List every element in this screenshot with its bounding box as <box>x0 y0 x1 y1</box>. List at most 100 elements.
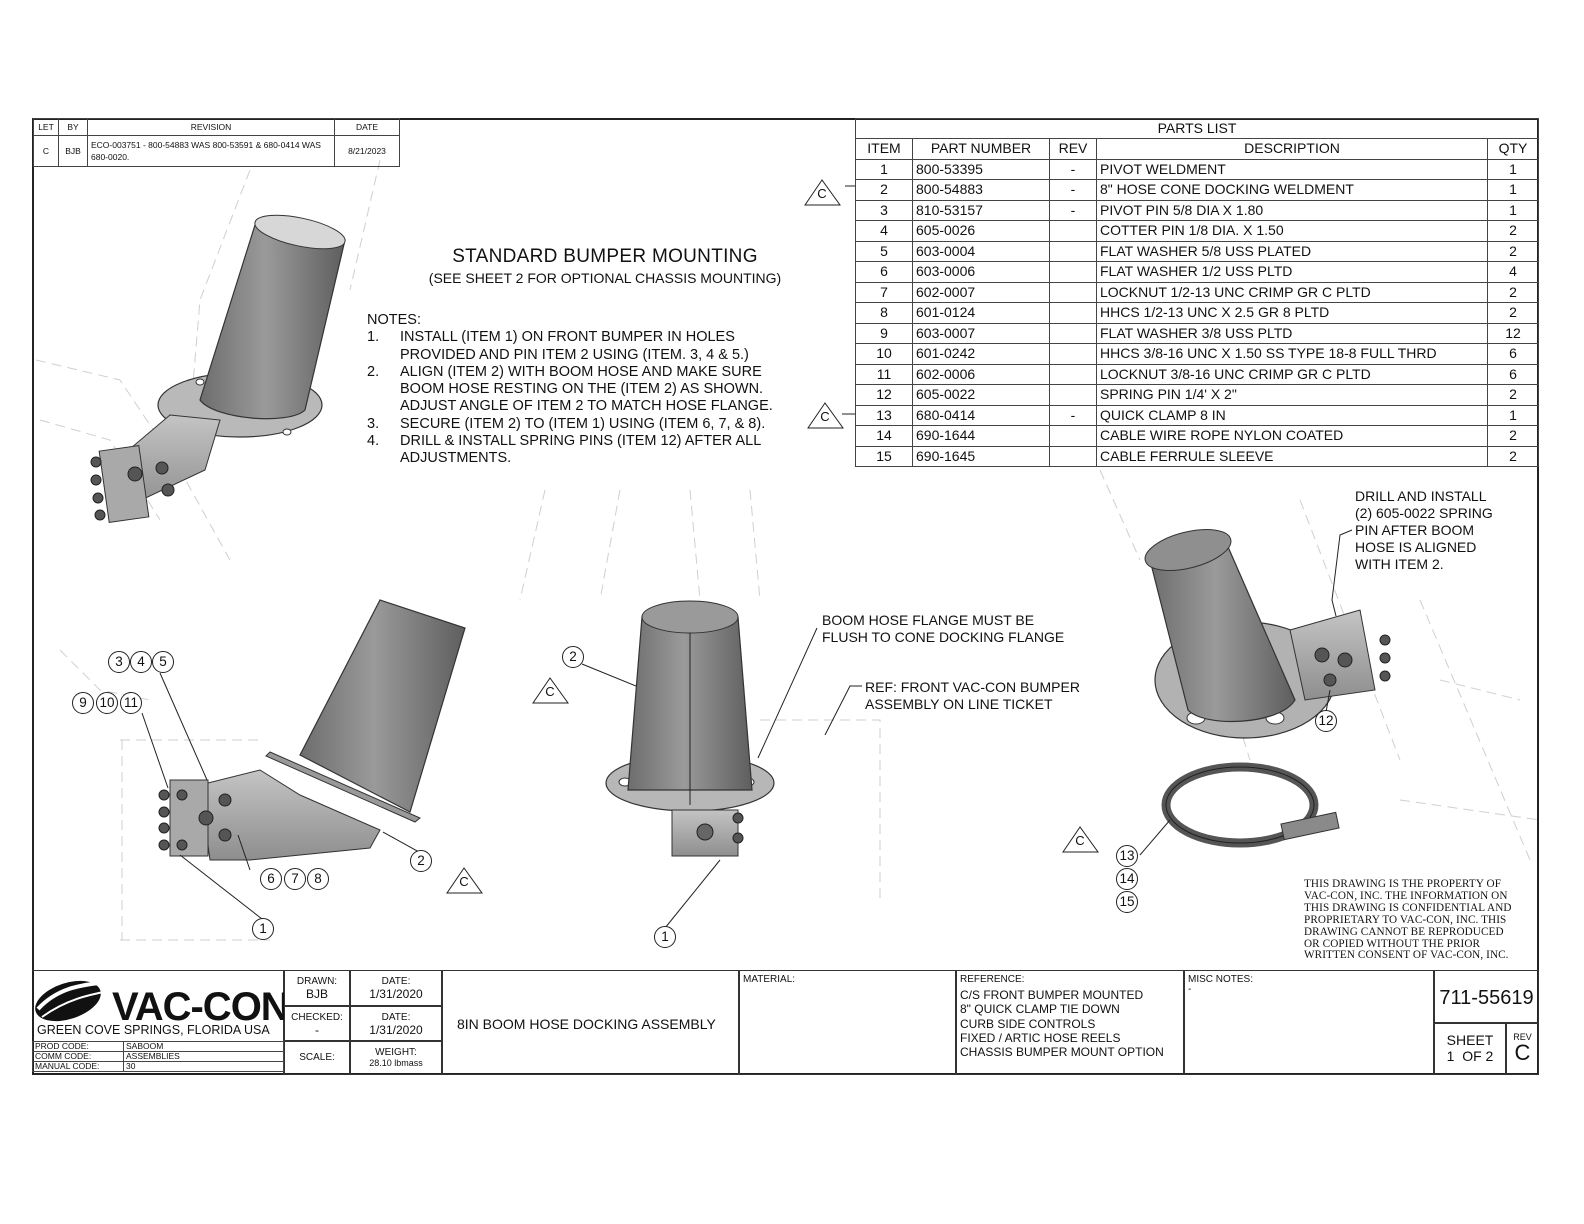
parts-rev <box>1049 302 1097 324</box>
parts-rev <box>1049 445 1097 467</box>
note-item: 2. ALIGN (ITEM 2) WITH BOOM HOSE AND MAKE… <box>367 364 773 416</box>
parts-rev <box>1049 281 1097 303</box>
parts-description: FLAT WASHER 5/8 USS PLATED <box>1096 240 1488 262</box>
proprietary-notice: THIS DRAWING IS THE PROPERTY OF VAC-CON,… <box>1304 878 1512 962</box>
parts-part-number: 602-0007 <box>912 281 1050 303</box>
parts-item: 4 <box>855 220 913 242</box>
drawn-date-label: DATE: <box>381 976 411 987</box>
parts-qty: 1 <box>1487 158 1539 180</box>
parts-rev <box>1049 261 1097 283</box>
note-text: DRILL & INSTALL SPRING PINS (ITEM 12) AF… <box>400 433 762 467</box>
scale-label: SCALE: <box>299 1052 335 1063</box>
revision-triangles <box>446 179 1099 894</box>
manual-code-label: MANUAL CODE: <box>32 1061 124 1072</box>
note-number: 2. <box>367 363 380 380</box>
drawing-number-cell: 711-55619 <box>1434 970 1539 1023</box>
parts-description: CABLE FERRULE SLEEVE <box>1096 445 1488 467</box>
parts-part-number: 603-0007 <box>912 322 1050 344</box>
checked-label: CHECKED: <box>291 1012 343 1023</box>
parts-qty: 6 <box>1487 363 1539 385</box>
parts-description: FLAT WASHER 1/2 USS PLTD <box>1096 261 1488 283</box>
parts-item: 15 <box>855 445 913 467</box>
parts-header-rev: REV <box>1049 138 1097 160</box>
parts-item: 3 <box>855 199 913 221</box>
comm-code-value: ASSEMBLIES <box>123 1051 284 1062</box>
parts-qty: 1 <box>1487 404 1539 426</box>
reference-lines: C/S FRONT BUMPER MOUNTED 8" QUICK CLAMP … <box>960 988 1164 1060</box>
parts-part-number: 800-54883 <box>912 179 1050 201</box>
parts-description: HHCS 3/8-16 UNC X 1.50 SS TYPE 18-8 FULL… <box>1096 343 1488 365</box>
parts-rev <box>1049 363 1097 385</box>
flange-callout: BOOM HOSE FLANGE MUST BE FLUSH TO CONE D… <box>822 612 1065 645</box>
sheet-cell: SHEET 1 OF 2 <box>1434 1023 1506 1075</box>
parts-rev <box>1049 384 1097 406</box>
parts-description: LOCKNUT 1/2-13 UNC CRIMP GR C PLTD <box>1096 281 1488 303</box>
note-item: 3.SECURE (ITEM 2) TO (ITEM 1) USING (ITE… <box>367 416 773 433</box>
parts-part-number: 603-0004 <box>912 240 1050 262</box>
balloon-item-8: 8 <box>307 868 329 890</box>
weight-value: 28.10 lbmass <box>369 1058 423 1068</box>
parts-item: 9 <box>855 322 913 344</box>
balloon-item-15: 15 <box>1116 891 1138 913</box>
parts-item: 5 <box>855 240 913 262</box>
parts-header-qty: QTY <box>1487 138 1539 160</box>
balloon-item-3: 3 <box>108 651 130 673</box>
rev-label: REV <box>1513 1032 1532 1042</box>
misc-notes-cell: MISC NOTES: - <box>1184 970 1434 1075</box>
parts-description: SPRING PIN 1/4' X 2" <box>1096 384 1488 406</box>
view-bottom-left <box>158 599 466 861</box>
code-table: PROD CODE:SABOOM COMM CODE:ASSEMBLIES MA… <box>32 1041 284 1072</box>
weight-cell: WEIGHT: 28.10 lbmass <box>350 1041 442 1075</box>
balloon-item-9: 9 <box>72 692 94 714</box>
sheet-label: SHEET <box>1446 1032 1494 1048</box>
revision-marker: C <box>1075 833 1085 848</box>
parts-rev: - <box>1049 158 1097 180</box>
drill-callout: DRILL AND INSTALL (2) 605-0022 SPRING PI… <box>1355 488 1493 572</box>
parts-item: 14 <box>855 425 913 447</box>
view-top-left <box>90 214 346 523</box>
balloon-item-10: 10 <box>96 692 118 714</box>
parts-item: 10 <box>855 343 913 365</box>
parts-qty: 2 <box>1487 281 1539 303</box>
parts-part-number: 810-53157 <box>912 199 1050 221</box>
view-right <box>1144 529 1391 848</box>
view-heading: STANDARD BUMPER MOUNTING (SEE SHEET 2 FO… <box>380 246 830 286</box>
parts-part-number: 602-0006 <box>912 363 1050 385</box>
parts-qty: 6 <box>1487 343 1539 365</box>
parts-qty: 1 <box>1487 179 1539 201</box>
parts-description: LOCKNUT 3/8-16 UNC CRIMP GR C PLTD <box>1096 363 1488 385</box>
drawn-value: BJB <box>305 987 328 1001</box>
note-item: 1.INSTALL (ITEM 1) ON FRONT BUMPER IN HO… <box>367 329 773 364</box>
parts-qty: 4 <box>1487 261 1539 283</box>
note-text: ALIGN (ITEM 2) WITH BOOM HOSE AND MAKE S… <box>400 363 773 415</box>
balloon-item-6: 6 <box>260 868 282 890</box>
drawn-cell: DRAWN: BJB <box>284 970 350 1006</box>
balloon-item-12: 12 <box>1315 710 1337 732</box>
parts-part-number: 605-0022 <box>912 384 1050 406</box>
balloon-item-2: 2 <box>562 646 584 668</box>
drawing-title-cell: 8IN BOOM HOSE DOCKING ASSEMBLY <box>442 970 739 1075</box>
parts-description: 8" HOSE CONE DOCKING WELDMENT <box>1096 179 1488 201</box>
notes-label: NOTES: <box>367 312 421 328</box>
parts-qty: 12 <box>1487 322 1539 344</box>
comm-code-label: COMM CODE: <box>32 1051 124 1062</box>
rev-date: 8/21/2023 <box>334 135 400 167</box>
balloon-item-13: 13 <box>1116 845 1138 867</box>
note-number: 3. <box>367 415 380 432</box>
misc-notes-label: MISC NOTES: <box>1188 974 1254 985</box>
parts-rev <box>1049 425 1097 447</box>
title-block: VAC-CON GREEN COVE SPRINGS, FLORIDA USA … <box>32 970 1539 1075</box>
rev-header-by: BY <box>58 118 88 136</box>
balloon-item-11: 11 <box>120 692 142 714</box>
rev-value: C <box>1514 1040 1531 1065</box>
balloon-item-1: 1 <box>252 918 274 940</box>
parts-header-part: PART NUMBER <box>912 138 1050 160</box>
rev-header-revision: REVISION <box>87 118 335 136</box>
